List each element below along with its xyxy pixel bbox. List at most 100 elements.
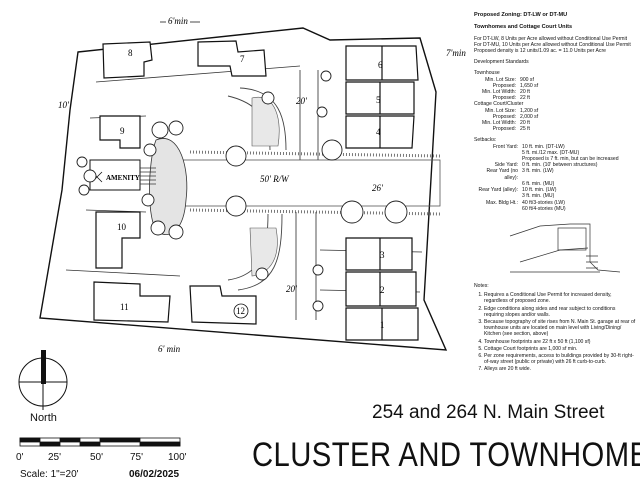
lot-number-11: 11 xyxy=(120,302,129,312)
lot-number-5: 5 xyxy=(376,95,381,105)
tree xyxy=(150,220,166,236)
graphic-scale-bar xyxy=(19,437,181,447)
building-lot-10 xyxy=(95,211,141,269)
building-lot-2 xyxy=(345,271,417,307)
dim-drive-top: 20' xyxy=(296,96,308,106)
setback-row: Rear Yard (alley):10 ft. min. (LW) xyxy=(478,187,557,194)
building-lot-11 xyxy=(93,281,171,323)
building-lot-12 xyxy=(189,285,257,325)
site-address: 254 and 264 N. Main Street xyxy=(372,402,605,423)
setback-row: Max. Bldg Ht.:40 ft/3-stories (LW) xyxy=(486,199,565,206)
tree xyxy=(255,267,269,281)
south-alley xyxy=(295,212,317,320)
note-item: Per zone requirements, access to buildin… xyxy=(484,353,636,365)
standard-row: Min. Lot Width:20 ft xyxy=(482,89,530,96)
standard-row: Min. Lot Size:1,200 sf xyxy=(485,107,539,114)
scale-tick-labels: 0' 25' 50' 75' 100' xyxy=(14,452,194,466)
standard-row: Min. Lot Width:20 ft xyxy=(482,120,530,127)
zoning-notes-panel: Proposed Zoning: DT-LW or DT-MU Townhome… xyxy=(474,12,636,212)
setback-row: Rear Yard (no alley):3 ft. min. (LW) xyxy=(486,168,554,181)
units-title: Townhomes and Cottage Court Units xyxy=(474,23,573,30)
dim-curb-to-curb: 26' xyxy=(372,183,384,193)
north-label: North xyxy=(30,412,57,424)
plan-notes: Notes: Requires a Conditional Use Permit… xyxy=(474,283,636,374)
setback-row: 6 ft. min. (MU) xyxy=(522,180,555,187)
dim-street-row: 50' R/W xyxy=(260,174,290,184)
setback-row: 5 ft. mi./12 max. (DT-MU) xyxy=(522,149,580,156)
building-lot-3 xyxy=(345,237,413,271)
scale-tick: 0' xyxy=(16,452,24,463)
dim-drive-bottom: 20' xyxy=(286,284,298,294)
tree xyxy=(143,143,157,157)
building-lot-1 xyxy=(345,307,419,341)
cottage-heading: Cottage Court/Cluster xyxy=(474,101,524,108)
tree xyxy=(316,106,328,118)
scale-tick: 75' xyxy=(130,452,144,463)
north-alley xyxy=(299,70,319,160)
tree xyxy=(320,70,332,82)
project-title: CLUSTER AND TOWNHOMES xyxy=(252,436,640,474)
building-lot-4 xyxy=(345,115,415,149)
east-lawn-top xyxy=(251,96,280,147)
standard-row: Proposed:2,000 sf xyxy=(492,113,539,120)
lot-number-10: 10 xyxy=(117,222,127,232)
density-line: For DT-LW, 8 Units per Acre allowed with… xyxy=(474,35,628,42)
dim-top-setback: 6'min xyxy=(168,16,188,26)
tree xyxy=(151,121,169,139)
tree xyxy=(83,169,97,183)
setback-row: Proposed is 7 ft. min, but can be increa… xyxy=(522,156,619,163)
notes-heading: Notes: xyxy=(474,283,489,289)
lot-number-8: 8 xyxy=(128,48,133,58)
note-item: Townhouse footprints are 22 ft x 50 ft (… xyxy=(484,339,636,345)
dim-left-setback: 10' xyxy=(58,100,70,110)
lot-number-6: 6 xyxy=(378,60,383,70)
proposed-zoning: Proposed Zoning: DT-LW or DT-MU xyxy=(474,12,568,18)
tree xyxy=(384,200,408,224)
dim-right-setback: 7'min xyxy=(446,48,466,58)
setback-row: Front Yard:10 ft. min. (DT-LW) xyxy=(492,143,565,150)
note-item: Alleys are 20 ft wide. xyxy=(484,366,636,372)
townhouse-heading: Townhouse xyxy=(474,70,500,77)
lot-number-3: 3 xyxy=(380,250,385,260)
east-lawn-bottom xyxy=(249,227,278,277)
standard-row: Min. Lot Size:900 sf xyxy=(485,76,534,83)
building-lot-5 xyxy=(345,81,415,115)
standards-heading: Development Standards xyxy=(474,59,529,66)
lot-number-1: 1 xyxy=(380,320,385,330)
tree xyxy=(141,193,155,207)
tree xyxy=(76,156,88,168)
tree xyxy=(225,145,247,167)
lot-number-9: 9 xyxy=(120,126,125,136)
tree xyxy=(261,91,275,105)
tree xyxy=(168,120,184,136)
standard-row: Proposed:25 ft xyxy=(492,126,530,133)
dim-bottom-setback: 6' min xyxy=(158,344,181,354)
setbacks-heading: Setbacks: xyxy=(474,137,497,144)
tree xyxy=(78,184,90,196)
site-boundary xyxy=(39,27,448,351)
scale-text: Scale: 1"=20' xyxy=(20,469,79,480)
lot-number-2: 2 xyxy=(380,285,385,295)
tree xyxy=(225,195,247,217)
density-line: Proposed density is 12 units/1.09 ac. = … xyxy=(474,48,606,55)
setback-row: 3 ft. min. (MU) xyxy=(522,193,555,200)
lot-number-4: 4 xyxy=(376,127,381,137)
main-street xyxy=(179,159,441,207)
building-lot-8 xyxy=(102,41,153,79)
standard-row: Proposed:22 ft xyxy=(492,95,530,102)
tree xyxy=(340,200,364,224)
setback-row: 60 ft/4-stories (MU) xyxy=(522,205,566,212)
scale-tick: 50' xyxy=(90,452,104,463)
tree xyxy=(312,264,324,276)
building-lot-6 xyxy=(345,45,419,81)
standard-row: Proposed:1,650 sf xyxy=(492,82,539,89)
tree xyxy=(168,224,184,240)
note-item: Edge conditions along sides and rear sub… xyxy=(484,306,636,318)
lot-number-7: 7 xyxy=(240,54,245,64)
scale-tick: 25' xyxy=(48,452,62,463)
density-line: For DT-MU, 10 Units per Acre allowed wit… xyxy=(474,41,631,48)
amenity-steps xyxy=(140,167,156,185)
tree xyxy=(312,300,324,312)
